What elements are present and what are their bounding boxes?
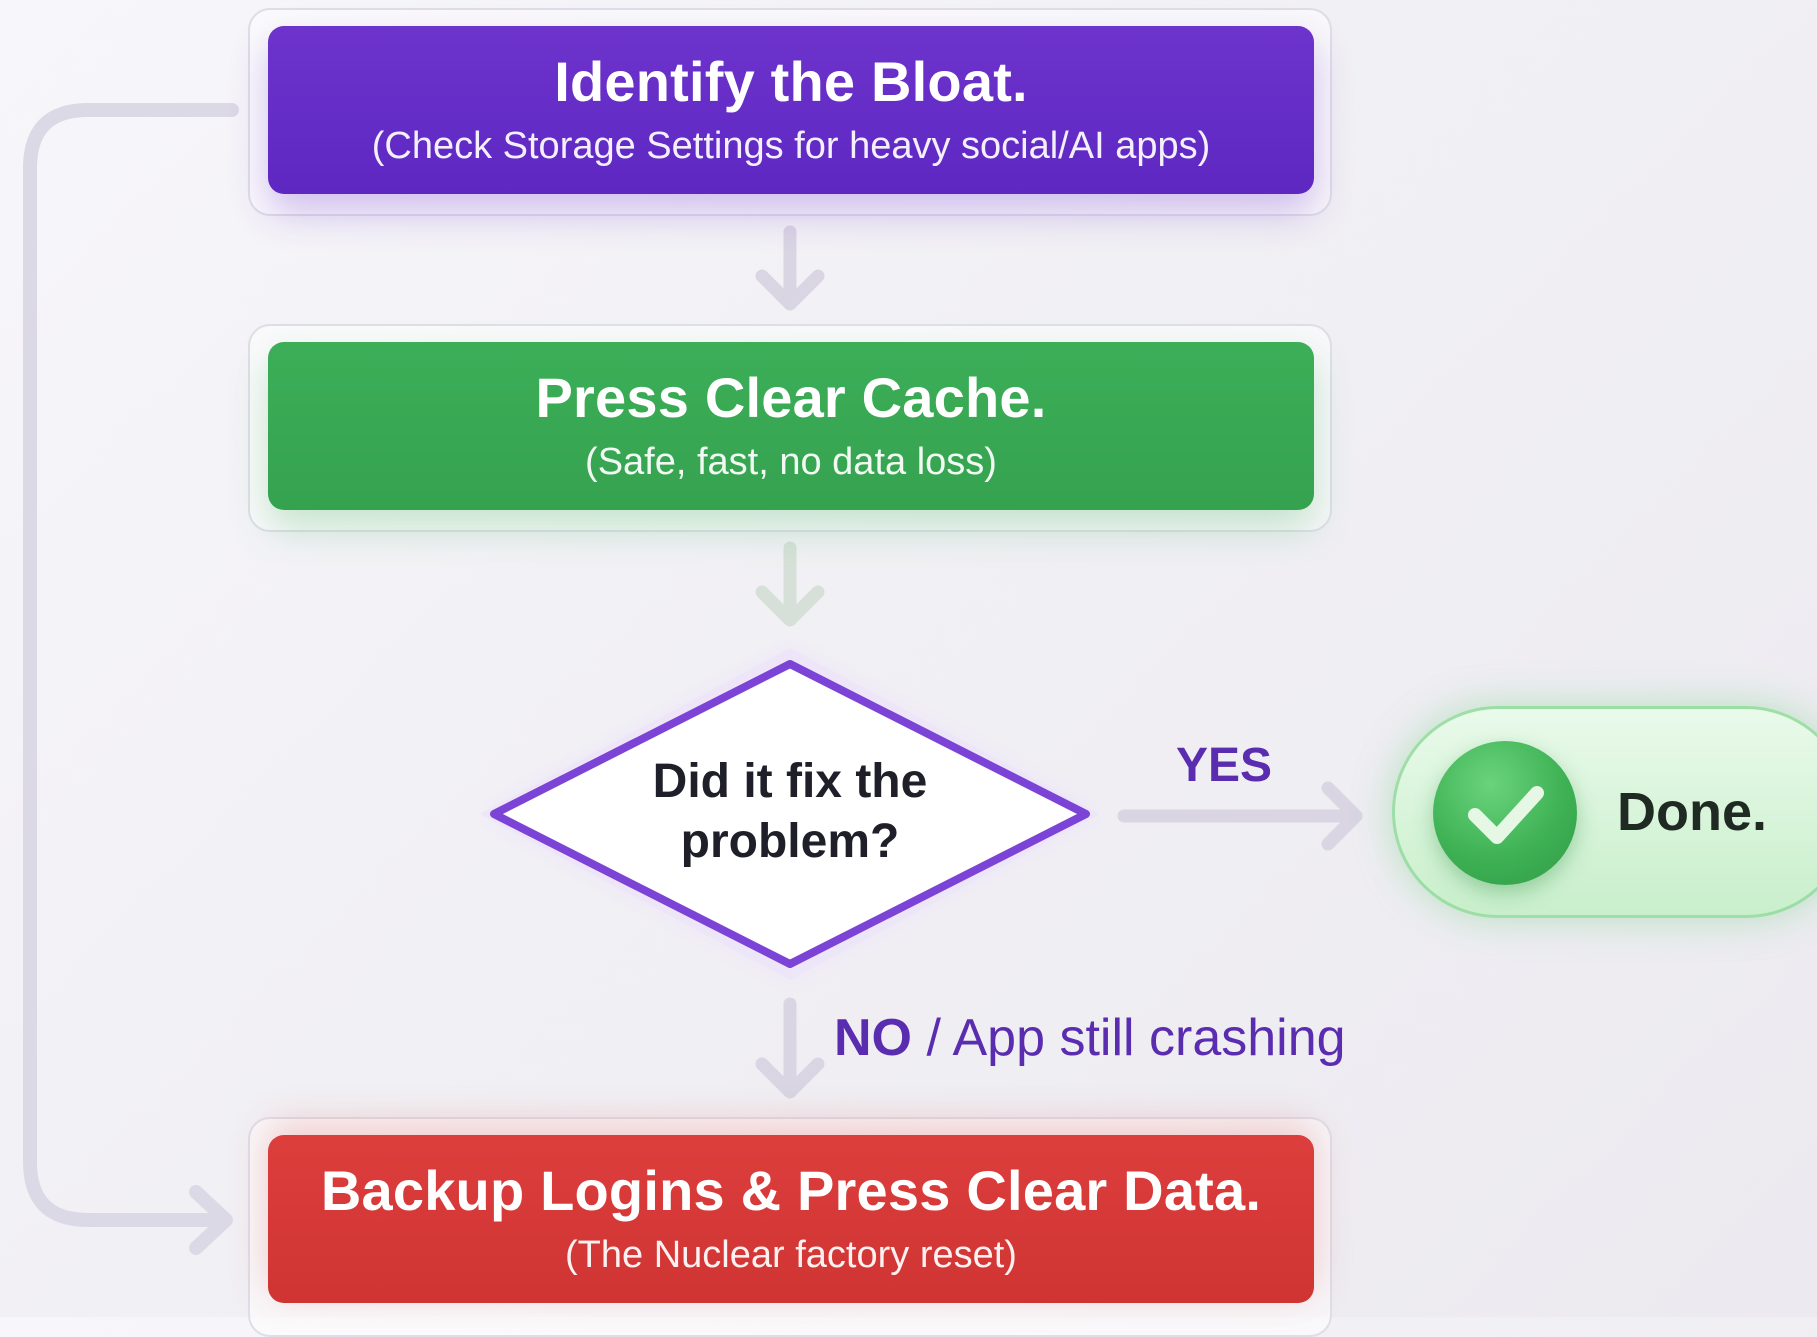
clear-data-step-title: Backup Logins & Press Clear Data.: [320, 1159, 1262, 1222]
no-detail: / App still crashing: [912, 1009, 1346, 1067]
decision-question: Did it fix the problem?: [590, 752, 990, 872]
identify-step-title: Identify the Bloat.: [554, 50, 1028, 113]
done-outcome: Done.: [1392, 706, 1817, 918]
arrow-down-1: [755, 225, 825, 311]
identify-bloat-step: Identify the Bloat. (Check Storage Setti…: [268, 26, 1314, 194]
checkmark-icon: [1433, 741, 1577, 885]
clear-cache-step-subtitle: (Safe, fast, no data loss): [585, 441, 997, 483]
decision-diamond: [490, 660, 1090, 968]
arrow-down-2: [755, 541, 825, 627]
loop-connector: [23, 103, 239, 1227]
decision-line-2: problem?: [680, 815, 900, 868]
decision-line-1: Did it fix the: [652, 755, 928, 808]
loop-arrowhead: [189, 1185, 233, 1255]
no-branch-label: NO / App still crashing: [834, 1008, 1346, 1068]
yes-arrow: [1117, 781, 1363, 851]
clear-data-step-subtitle: (The Nuclear factory reset): [565, 1234, 1017, 1276]
clear-cache-step: Press Clear Cache. (Safe, fast, no data …: [268, 342, 1314, 510]
clear-data-step: Backup Logins & Press Clear Data. (The N…: [268, 1135, 1314, 1303]
no-label: NO: [834, 1009, 912, 1067]
done-label: Done.: [1617, 782, 1768, 842]
no-arrow: [755, 997, 825, 1099]
yes-label: YES: [1176, 739, 1273, 792]
clear-cache-step-title: Press Clear Cache.: [535, 366, 1047, 429]
identify-step-subtitle: (Check Storage Settings for heavy social…: [371, 125, 1211, 167]
